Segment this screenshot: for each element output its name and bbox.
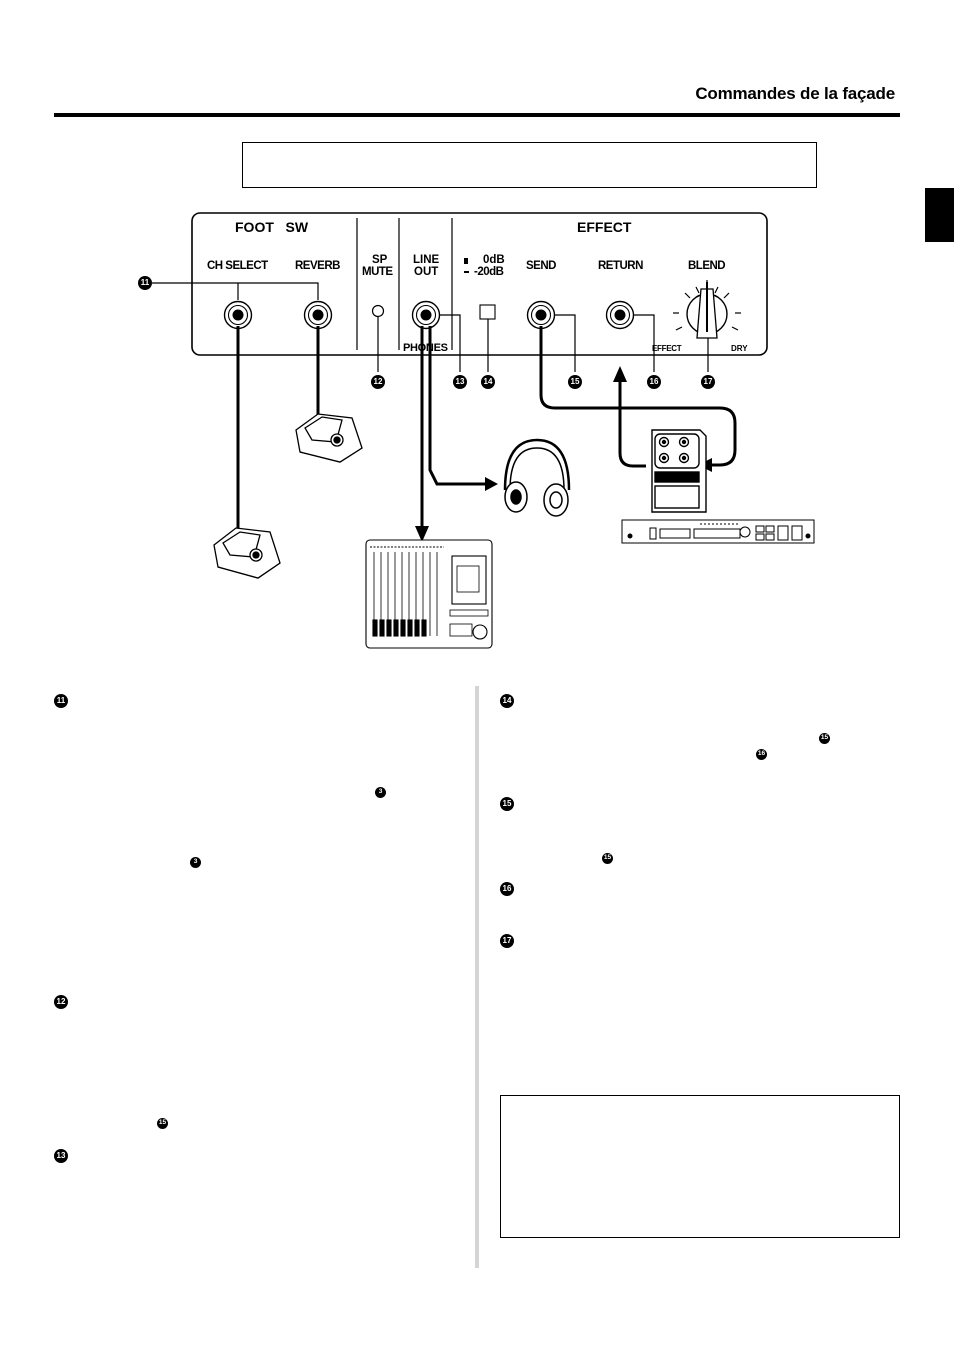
section-marker-17: 17: [500, 934, 514, 948]
page-title: Commandes de la façade: [695, 84, 895, 103]
ref-marker-16a: 16: [756, 749, 767, 760]
ch-select-jack: [223, 300, 253, 330]
arrow-phones: [485, 477, 498, 491]
level-switch: [479, 304, 496, 320]
footswitch-reverb: [295, 413, 363, 463]
phones-label: PHONES: [403, 342, 448, 354]
line-out-jack: [411, 300, 441, 330]
blend-dry-end-label: DRY: [731, 344, 748, 353]
ch-select-label: CH SELECT: [207, 260, 268, 272]
effect-pedal: [651, 429, 707, 513]
line-label: LINE: [413, 254, 440, 266]
section-marker-16: 16: [500, 882, 514, 896]
note-box: [500, 1095, 900, 1238]
blend-knob: [673, 280, 741, 339]
callout-17: 17: [701, 375, 715, 389]
callout-15: 15: [568, 375, 582, 389]
section-marker-14: 14: [500, 694, 514, 708]
level-0db-label: 0dB: [483, 254, 505, 266]
headphones: [503, 438, 571, 517]
return-label: RETURN: [598, 260, 643, 272]
arrow-return: [613, 366, 627, 382]
effect-section-label: EFFECT: [577, 219, 632, 235]
cables: [236, 326, 737, 528]
ref-marker-3a: 3: [375, 787, 386, 798]
sp-mute-jack: [371, 304, 385, 318]
front-panel-diagram: FOOT SW EFFECT CH SELECT REVERB SP MUTE …: [152, 212, 815, 649]
callout-16: 16: [647, 375, 661, 389]
callout-14: 14: [481, 375, 495, 389]
mixer: [365, 539, 493, 649]
section-marker-11: 11: [54, 694, 68, 708]
rack-effect-unit: [621, 519, 815, 544]
callout-12: 12: [371, 375, 385, 389]
column-divider: [475, 686, 479, 1268]
foot-sw-section-label: FOOT SW: [235, 219, 309, 235]
callout-leaders: [152, 282, 709, 372]
ref-marker-15c: 15: [602, 853, 613, 864]
reverb-jack: [303, 300, 333, 330]
section-tab: [925, 188, 954, 242]
callout-11: 11: [138, 276, 152, 290]
section-marker-13: 13: [54, 1149, 68, 1163]
level-20db-mark: [464, 271, 469, 273]
footswitch-ch-select: [213, 527, 281, 579]
send-jack: [526, 300, 556, 330]
front-panel: [191, 212, 768, 356]
sp-label: SP: [372, 254, 388, 266]
level-20db-label: -20dB: [474, 266, 504, 278]
send-label: SEND: [526, 260, 556, 272]
blend-effect-end-label: EFFECT: [652, 344, 682, 353]
mute-label: MUTE: [362, 266, 393, 278]
level-0db-mark: [464, 258, 468, 264]
section-marker-15: 15: [500, 797, 514, 811]
ref-marker-15a: 15: [157, 1118, 168, 1129]
return-jack: [605, 300, 635, 330]
header-rule: [54, 113, 900, 117]
callout-13: 13: [453, 375, 467, 389]
ref-marker-3b: 3: [190, 857, 201, 868]
arrow-line-out: [415, 526, 429, 542]
section-marker-12: 12: [54, 995, 68, 1009]
reverb-label: REVERB: [295, 260, 340, 272]
out-label: OUT: [414, 266, 438, 278]
ref-marker-15b: 15: [819, 733, 830, 744]
diagram-title-box: [242, 142, 817, 188]
blend-label: BLEND: [688, 260, 725, 272]
